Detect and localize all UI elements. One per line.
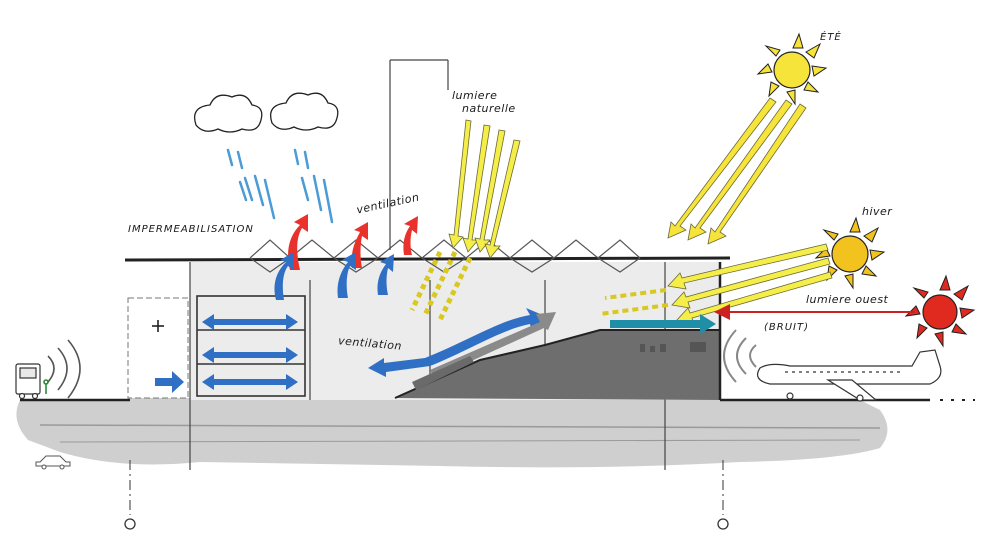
teal-arrow — [610, 314, 716, 334]
left-annex — [127, 297, 189, 399]
car-icon — [35, 455, 71, 470]
axis-marker-right — [717, 518, 729, 530]
airplane-icon — [757, 349, 942, 402]
ramp-platform — [395, 330, 720, 400]
sun-icon — [756, 32, 828, 106]
person-icon — [43, 379, 49, 394]
noise-waves-left — [47, 339, 81, 399]
label-bruit: (bruit) — [764, 322, 809, 333]
summer-rays — [667, 97, 807, 245]
label-lumiere-naturelle-line2: naturelle — [462, 102, 516, 115]
rain-streaks — [226, 148, 334, 224]
roof-airflow-arrows — [274, 252, 394, 300]
ground-band — [16, 398, 888, 468]
label-lumiere-naturelle-line1: lumiere — [452, 89, 498, 102]
roof-line — [124, 256, 731, 262]
bus-icon — [15, 363, 41, 400]
underground-line-2 — [59, 439, 861, 443]
underground-line-1 — [39, 424, 881, 429]
interior-ventilation-arrow — [368, 308, 545, 377]
label-hiver: hiver — [862, 205, 893, 218]
tower — [389, 59, 449, 250]
axis-marker-left — [124, 518, 136, 530]
sun-icon — [904, 274, 976, 348]
label-ete: été — [820, 32, 842, 43]
plus-icon — [152, 320, 164, 332]
label-impermeabilisation: impermeabilisation — [128, 224, 254, 235]
label-lumiere-ouest: lumiere ouest — [806, 293, 889, 306]
natural-light-arrows — [448, 119, 521, 259]
winter-rays-dashed — [599, 288, 669, 316]
natural-light-dashed — [409, 250, 473, 322]
cloud-icon — [193, 94, 263, 133]
platform-figures — [640, 342, 706, 352]
noise-waves-right — [723, 329, 757, 383]
cloud-icon — [269, 92, 339, 131]
axis-lines — [129, 460, 724, 515]
ramp-vehicles — [412, 356, 474, 390]
parking-airflow-arrows — [155, 314, 298, 393]
parking-floors — [196, 295, 306, 397]
